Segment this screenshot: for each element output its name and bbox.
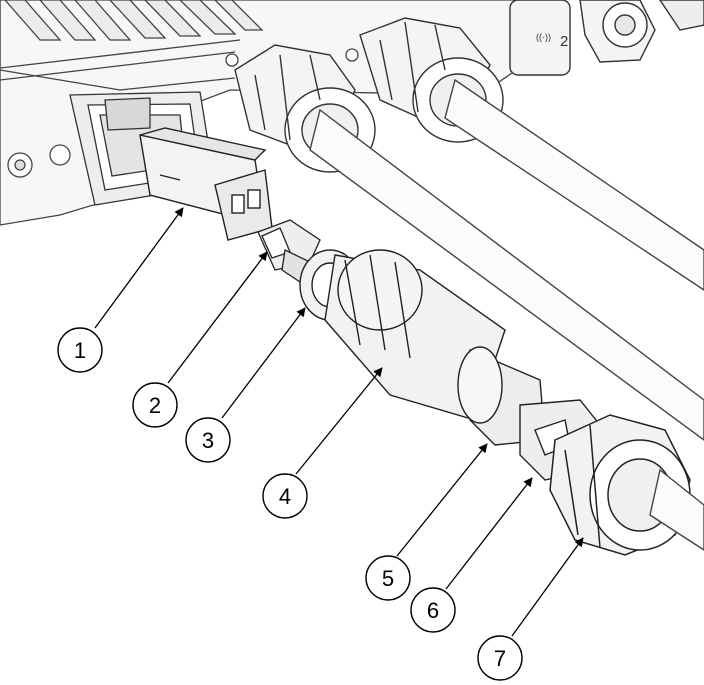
leader-lines xyxy=(94,207,584,637)
callout-2-label: 2 xyxy=(149,393,161,418)
callout-7: 7 xyxy=(477,635,523,681)
cable-exit xyxy=(649,468,704,551)
callout-2: 2 xyxy=(132,382,178,428)
leader-line-6 xyxy=(445,477,533,590)
cable-left xyxy=(309,108,704,441)
leader-line-7 xyxy=(511,537,584,637)
leader-line-3 xyxy=(221,307,306,419)
svg-text:((·)): ((·)) xyxy=(536,32,551,42)
lc-connector xyxy=(257,219,322,283)
callout-3-label: 3 xyxy=(202,428,214,453)
antenna-port-icon: ((·)) 2 xyxy=(536,32,568,50)
cable-right xyxy=(444,78,704,291)
leader-line-5 xyxy=(396,443,488,557)
callout-7-label: 7 xyxy=(494,646,506,671)
callout-4-label: 4 xyxy=(279,484,291,509)
callout-3: 3 xyxy=(185,417,231,463)
callout-6: 6 xyxy=(410,587,456,633)
callout-4: 4 xyxy=(262,473,308,519)
callout-6-label: 6 xyxy=(427,598,439,623)
callout-1-label: 1 xyxy=(74,338,86,363)
leader-line-2 xyxy=(167,251,268,384)
port-number-label: 2 xyxy=(560,33,568,50)
antenna-connector xyxy=(509,0,704,76)
leader-line-4 xyxy=(295,367,383,475)
sfp-module xyxy=(139,127,273,241)
cooling-fins xyxy=(4,0,264,41)
callout-5-label: 5 xyxy=(382,566,394,591)
callout-1: 1 xyxy=(57,327,103,373)
callout-5: 5 xyxy=(365,555,411,601)
leader-line-1 xyxy=(94,207,184,329)
